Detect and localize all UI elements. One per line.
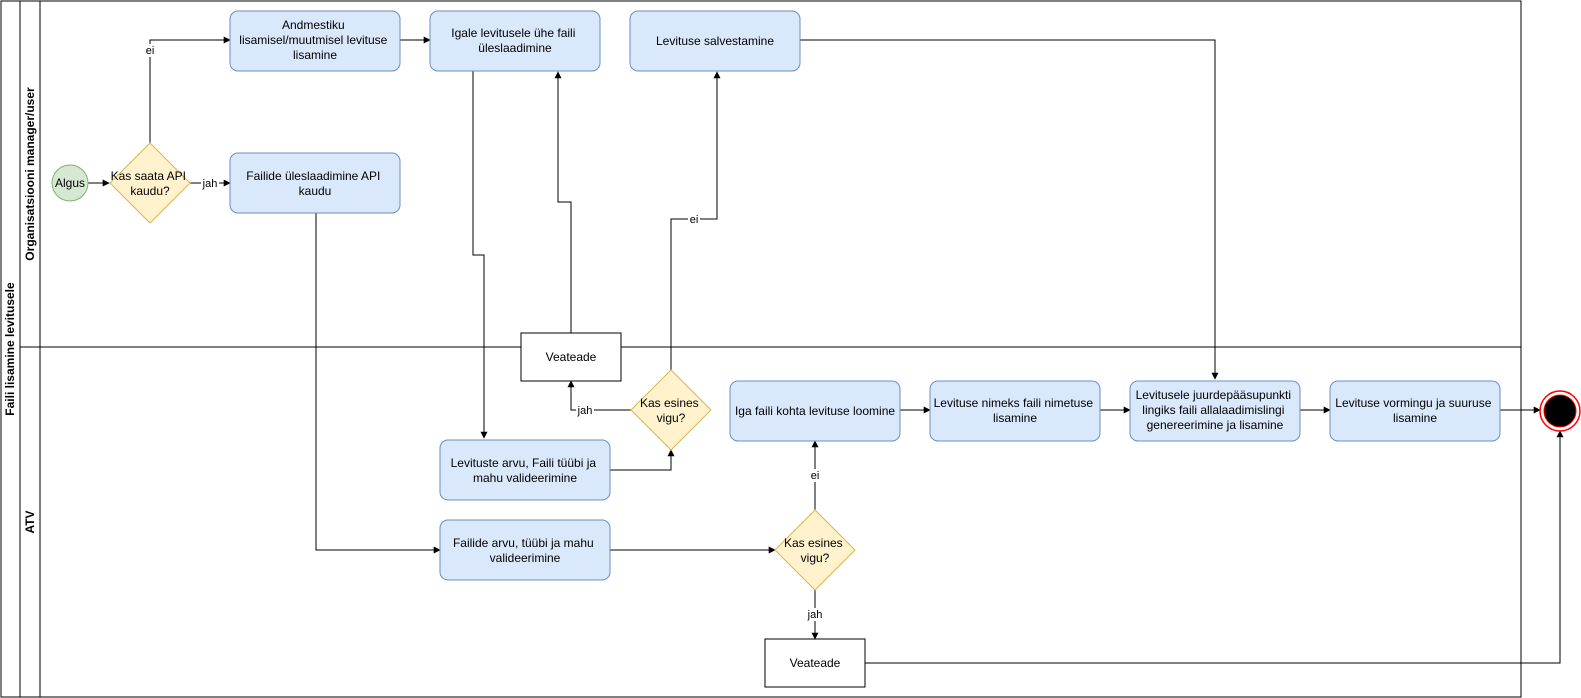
- edge-gateway1-yes-to-err1: [567, 380, 631, 411]
- task-validate-files: Failide arvu, tüübi ja mahu valideerimin…: [439, 519, 611, 581]
- edge-gateway-no-to-metadata: [149, 36, 231, 143]
- task-upload-one-file: Igale levitusele ühe faili üleslaadimine: [429, 10, 601, 72]
- edge-err2-to-end: [865, 430, 1564, 664]
- pool-title: Faili lisamine levitusele: [3, 282, 17, 416]
- task-set-name-label: Levituse nimeks faili nimetuse lisamine: [934, 396, 1097, 425]
- pool: Faili lisamine levitusele Organisatsioon…: [0, 0, 1522, 698]
- edge-err1-to-upload-one: [554, 71, 572, 333]
- edge-label-err2-no: ei: [811, 470, 820, 482]
- end-event: [1539, 390, 1581, 432]
- start-event: Algus: [51, 164, 89, 202]
- task-validate-distributions: Levituste arvu, Faili tüübi ja mahu vali…: [439, 439, 611, 501]
- task-api-upload-label: Failide üleslaadimine API kaudu: [246, 169, 383, 198]
- gateway-api: Kas saata API kaudu?: [109, 142, 191, 224]
- task-api-upload: Failide üleslaadimine API kaudu: [229, 152, 401, 214]
- edge-save-to-link: [800, 39, 1219, 380]
- gateway-errors-2: Kas esines vigu?: [774, 509, 856, 591]
- edge-label-api-no: ei: [146, 45, 155, 57]
- edge-label-err1-no: ei: [690, 214, 699, 226]
- start-event-label: Algus: [55, 176, 85, 190]
- task-format-size-label: Levituse vormingu ja suuruse lisamine: [1335, 396, 1494, 425]
- task-create-distribution-label: Iga faili kohta levituse loomine: [735, 404, 895, 418]
- task-generate-link: Levitusele juurdepääsupunkti lingiks fai…: [1129, 380, 1301, 442]
- task-upload-one-file-label: Igale levitusele ühe faili üleslaadimine: [451, 26, 578, 55]
- task-create-distribution: Iga faili kohta levituse loomine: [729, 380, 901, 442]
- task-format-size: Levituse vormingu ja suuruse lisamine: [1329, 380, 1501, 442]
- task-metadata-distribution-label: Andmestiku lisamisel/muutmisel levituse …: [239, 18, 390, 62]
- task-save-distribution-label: Levituse salvestamine: [656, 34, 774, 48]
- error-message-1-label: Veateade: [546, 350, 597, 364]
- edge-validate1-to-gateway1: [610, 449, 675, 471]
- error-message-1: Veateade: [520, 332, 622, 382]
- edges: [88, 36, 1564, 664]
- task-save-distribution: Levituse salvestamine: [629, 10, 801, 72]
- edge-label-err2-yes: jah: [807, 609, 823, 621]
- edge-label-api-yes: jah: [202, 178, 218, 190]
- lane-title-atv: ATV: [23, 510, 37, 533]
- error-message-2: Veateade: [764, 638, 866, 688]
- edge-upload-one-to-validate1: [472, 70, 488, 439]
- task-metadata-distribution: Andmestiku lisamisel/muutmisel levituse …: [229, 10, 401, 72]
- gateway-api-label: Kas saata API kaudu?: [111, 169, 190, 198]
- task-generate-link-label: Levitusele juurdepääsupunkti lingiks fai…: [1136, 388, 1295, 432]
- error-message-2-label: Veateade: [790, 656, 841, 670]
- task-validate-files-label: Failide arvu, tüübi ja mahu valideerimin…: [453, 536, 597, 565]
- gateway-errors-1-label: Kas esines vigu?: [640, 396, 702, 425]
- task-validate-distributions-label: Levituste arvu, Faili tüübi ja mahu vali…: [451, 456, 600, 485]
- task-set-name: Levituse nimeks faili nimetuse lisamine: [929, 380, 1101, 442]
- edge-labels: ei jah jah ei ei jah: [144, 44, 824, 621]
- edge-api-upload-to-validate2: [315, 213, 441, 554]
- edge-label-err1-yes: jah: [577, 405, 593, 417]
- gateway-errors-2-label: Kas esines vigu?: [784, 536, 846, 565]
- gateway-errors-1: Kas esines vigu?: [630, 369, 712, 451]
- lane-title-user: Organisatsiooni manager/user: [23, 87, 37, 261]
